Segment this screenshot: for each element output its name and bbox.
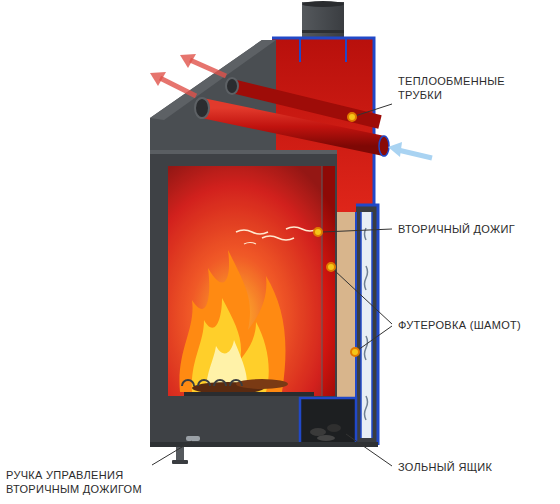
secondary-burn-jets: [286, 227, 318, 231]
leader-line: [355, 104, 392, 116]
ash-box: [300, 398, 356, 444]
marker-dot: [348, 113, 356, 121]
marker-dot: [314, 228, 322, 236]
marker-dot: [351, 348, 359, 356]
chimney-pipe: [302, 30, 344, 33]
leader-line: [322, 229, 392, 232]
ash-box: [327, 424, 341, 432]
flames: [179, 250, 285, 392]
heat-exchange-tube: [195, 98, 209, 118]
base-and-handle: [172, 460, 188, 464]
ash-box: [310, 428, 326, 436]
air-flow-arrow: [160, 78, 196, 96]
side-wall-cutaway: [365, 396, 368, 420]
side-wall-cutaway: [360, 212, 362, 438]
secondary-burn-jets: [244, 243, 256, 245]
secondary-burn-jets: [236, 227, 318, 244]
heat-exchange-tube: [379, 136, 389, 156]
flames: [192, 298, 269, 392]
base-and-handle: [186, 436, 200, 441]
callout-label: ТЕПЛООБМЕННЫЕ ТРУБКИ: [398, 74, 520, 102]
side-wall-cutaway: [371, 212, 373, 438]
heat-exchange-tube: [226, 78, 238, 94]
callout-label: РУЧКА УПРАВЛЕНИЯ ВТОРИЧНЫМ ДОЖИГОМ: [6, 468, 164, 496]
chimney-pipe: [302, 1, 344, 7]
side-wall-cutaway: [356, 205, 378, 445]
air-flow-arrow: [388, 142, 402, 157]
logs-and-grate: [182, 380, 242, 386]
marker-dot: [314, 113, 359, 356]
firebox-glass: [168, 166, 335, 396]
secondary-burn-jets: [236, 230, 268, 234]
logs-and-grate: [184, 392, 314, 396]
heat-exchange-tube: [202, 108, 384, 146]
base-and-handle: [150, 436, 378, 464]
heat-exchange-tube: [195, 78, 389, 156]
leader-line: [358, 326, 392, 350]
leader-line: [334, 270, 392, 324]
door-frame: [322, 166, 323, 396]
leader-line: [152, 441, 192, 465]
logs-and-grate: [182, 379, 314, 396]
air-flow-arrow: [150, 54, 432, 158]
chamotte-lining: [335, 212, 356, 398]
air-flow-arrow: [398, 150, 432, 158]
marker-dot: [327, 263, 335, 271]
callout-label: ЗОЛЬНЫЙ ЯЩИК: [398, 460, 548, 474]
logs-and-grate: [236, 379, 288, 389]
chamotte-lining: [355, 212, 357, 398]
firebox-glass: [168, 166, 335, 396]
side-wall-cutaway: [365, 336, 368, 360]
air-flow-arrow: [190, 60, 226, 76]
leader-line: [346, 434, 392, 466]
door-frame: [150, 150, 337, 154]
secondary-burn-jets: [262, 236, 294, 240]
smoke-chamber-cutaway: [345, 38, 347, 62]
base-and-handle: [176, 447, 184, 461]
ash-box: [300, 398, 356, 444]
side-wall-cutaway: [365, 266, 368, 290]
callout-label: ВТОРИЧНЫЙ ДОЖИГ: [398, 222, 548, 236]
flames: [179, 250, 285, 392]
leader-line: [152, 104, 392, 466]
chamotte-lining: [335, 212, 356, 398]
ash-box: [317, 435, 335, 441]
side-wall-cutaway: [356, 205, 378, 445]
firebox-glass: [168, 166, 322, 396]
side-wall-cutaway: [361, 212, 372, 438]
callout-label: ФУТЕРОВКА (ШАМОТ): [398, 318, 550, 332]
side-wall-cutaway: [356, 205, 378, 445]
air-flow-arrow: [150, 72, 166, 86]
air-flow-arrow: [180, 54, 196, 68]
smoke-chamber-cutaway: [299, 38, 301, 62]
